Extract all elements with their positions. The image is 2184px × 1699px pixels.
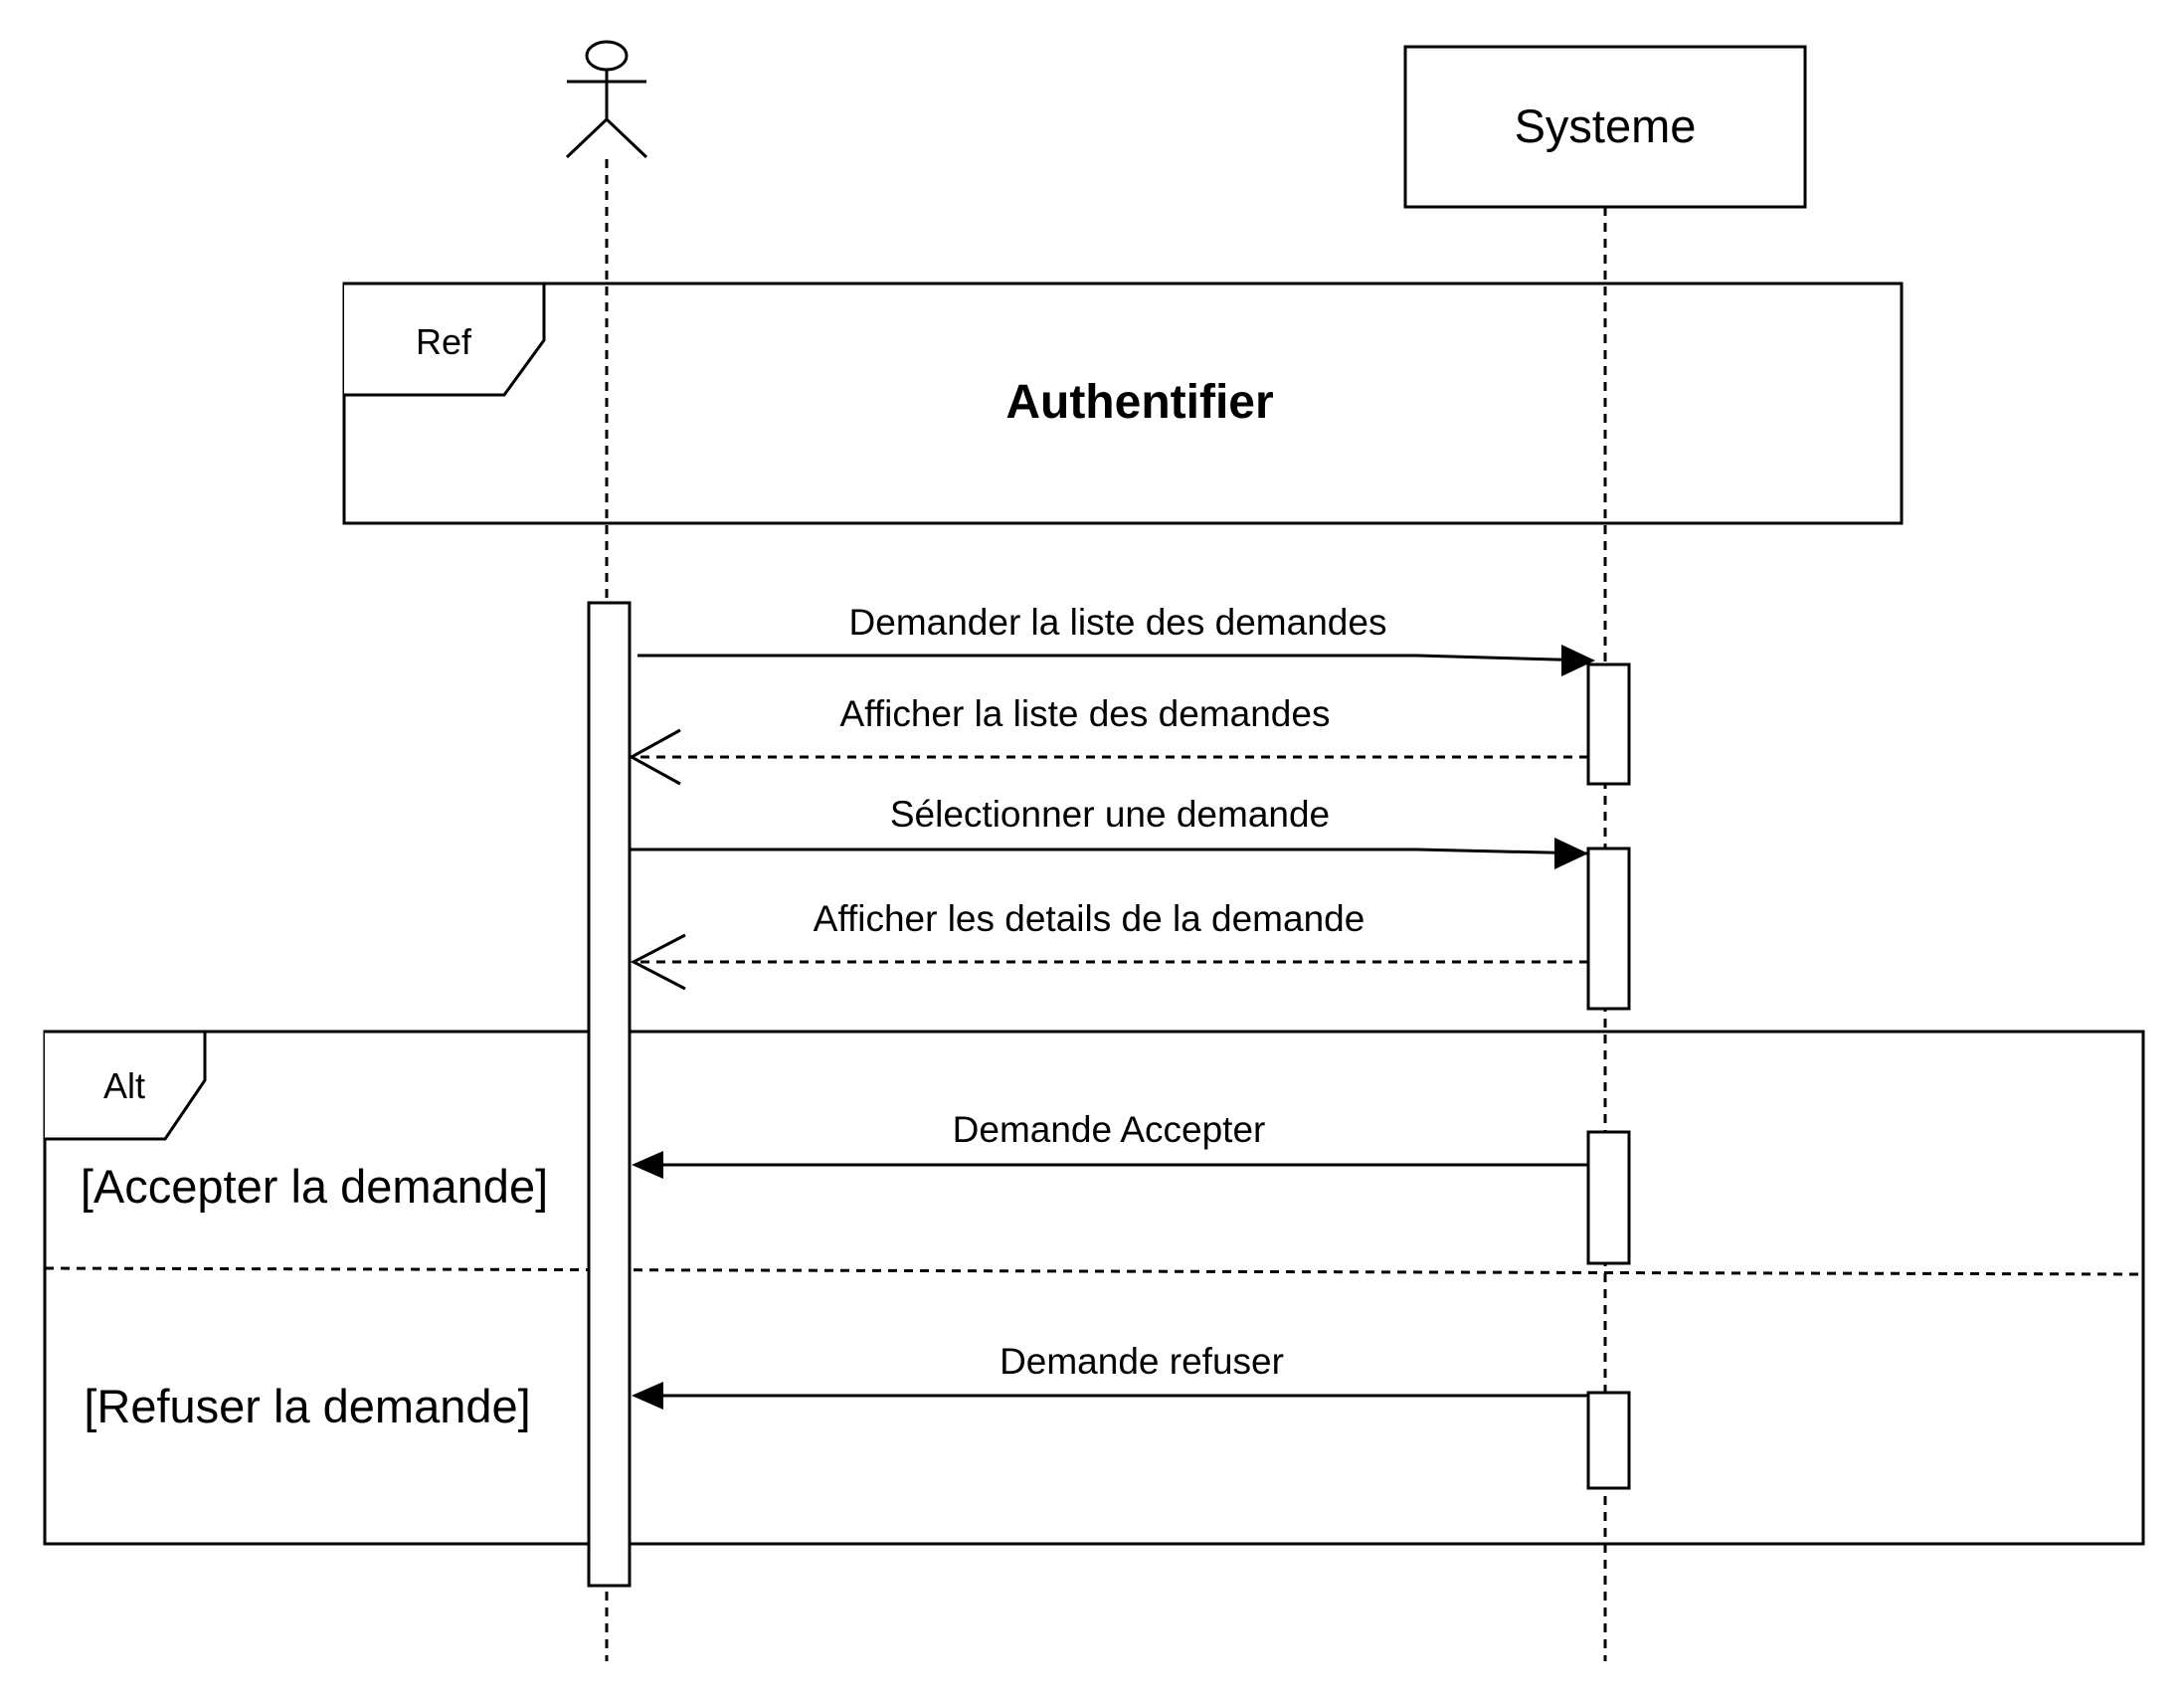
message-label: Afficher la liste des demandes: [840, 693, 1331, 734]
message-label: Demande refuser: [1000, 1341, 1284, 1382]
actor-activation-bar: [587, 601, 632, 1588]
actor-icon: [565, 40, 648, 159]
alt-frame-border: [43, 1030, 2145, 1546]
alt-frame-tag: Alt: [103, 1065, 145, 1106]
system-participant-label: Systeme: [1515, 99, 1697, 152]
ref-frame-title: Authentifier: [1005, 376, 1273, 429]
message-arrow: [637, 645, 1595, 676]
system-activation-bar: [1586, 1391, 1631, 1490]
reply-arrow: [628, 728, 1588, 786]
system-activation-bar: [1586, 847, 1631, 1011]
reply-arrow: [630, 933, 1588, 991]
alt-frame-separator: [44, 1266, 2144, 1276]
alt-guard-accept: [Accepter la demande]: [81, 1160, 548, 1213]
system-activation-bar: [1586, 662, 1631, 786]
ref-frame: Ref Authentifier: [342, 282, 1904, 525]
ref-frame-tag: Ref: [416, 321, 472, 362]
message-label: Sélectionner une demande: [890, 794, 1330, 835]
message-label: Afficher les details de la demande: [814, 898, 1365, 939]
system-participant-box: [1403, 45, 1807, 209]
message-arrow: [632, 1382, 1588, 1410]
ref-frame-border: [342, 282, 1904, 525]
message-label: Demander la liste des demandes: [849, 602, 1387, 643]
alt-frame-tag-shape: [45, 1030, 207, 1141]
alt-frame: Alt [Accepter la demande] [Refuser la de…: [43, 1030, 2145, 1546]
message-arrow: [632, 1151, 1588, 1179]
ref-frame-tag-shape: [344, 282, 546, 397]
alt-guard-refuse: [Refuser la demande]: [84, 1380, 530, 1432]
system-activation-bar: [1586, 1130, 1631, 1265]
message-label: Demande Accepter: [953, 1109, 1266, 1150]
message-arrow: [630, 838, 1589, 869]
